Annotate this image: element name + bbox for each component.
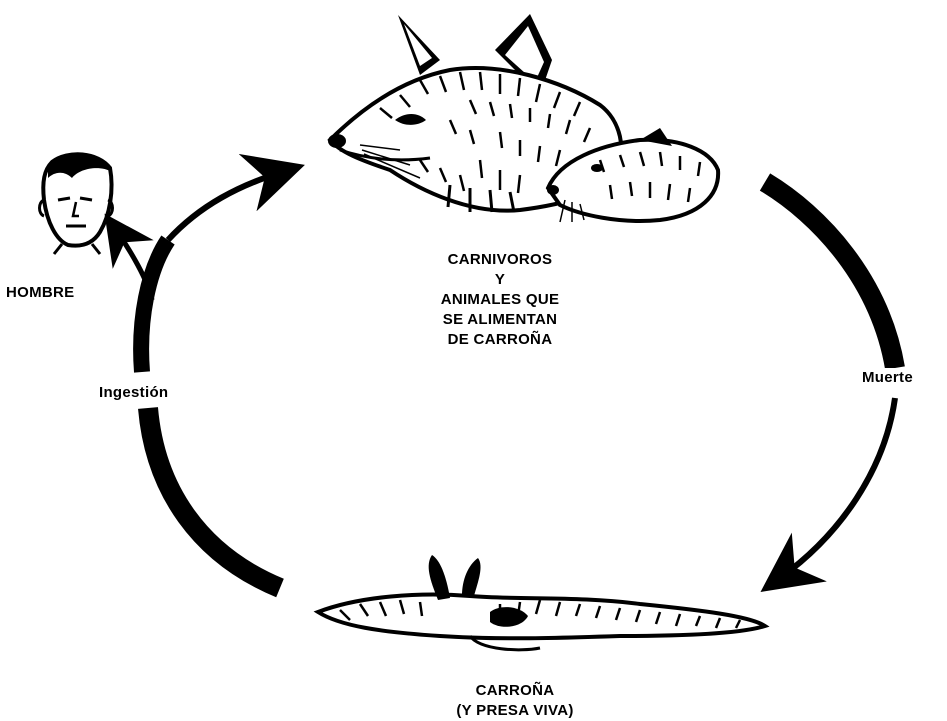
cycle-arrows (116, 172, 895, 588)
carnivores-label: CARNIVOROS Y ANIMALES QUE SE ALIMENTAN D… (370, 250, 630, 350)
carnivores-label-line-4: SE ALIMENTAN (370, 310, 630, 330)
carrion-illustration (318, 555, 765, 650)
arc-left-lower (148, 408, 280, 588)
human-face-illustration (40, 154, 113, 254)
carrion-label-line-1: CARROÑA (420, 681, 610, 701)
arrow-to-human (116, 230, 152, 300)
human-label: HOMBRE (6, 283, 74, 303)
carnivores-label-line-5: DE CARROÑA (370, 330, 630, 350)
carnivores-label-line-3: ANIMALES QUE (370, 290, 630, 310)
arc-right-upper (765, 182, 895, 368)
death-label: Muerte (860, 368, 915, 388)
arc-left-top-arrow (168, 172, 282, 240)
arc-right-lower-arrow (780, 398, 895, 578)
ingestion-label: Ingestión (96, 383, 171, 403)
carrion-label: CARROÑA (Y PRESA VIVA) (420, 681, 610, 721)
carnivore-animals-illustration (328, 14, 718, 222)
arc-left-upper (141, 240, 168, 372)
carrion-label-line-2: (Y PRESA VIVA) (420, 701, 610, 721)
carnivores-label-line-1: CARNIVOROS (370, 250, 630, 270)
carnivores-label-line-2: Y (370, 270, 630, 290)
